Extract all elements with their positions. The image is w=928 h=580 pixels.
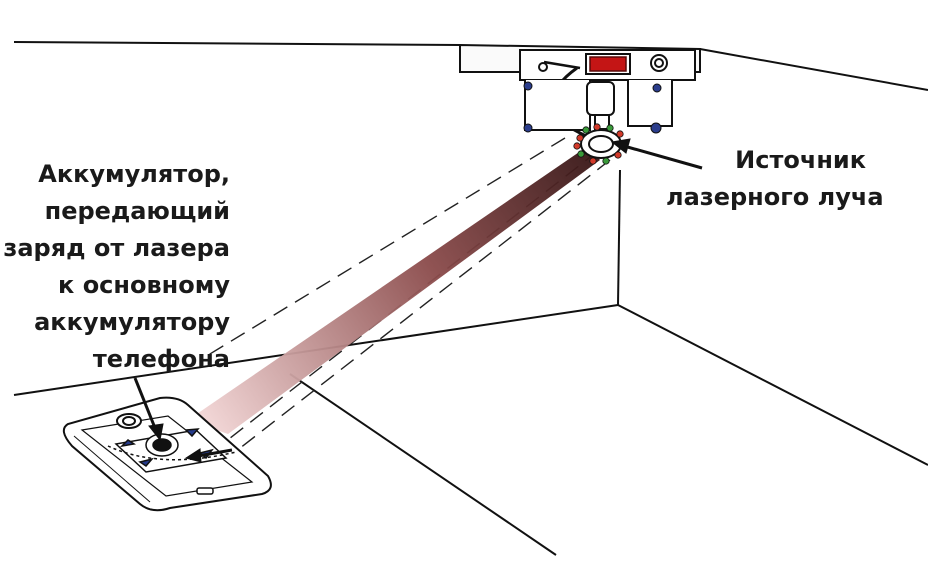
floor-right-edge [617,304,928,466]
battery-label-line: передающий [44,197,230,225]
laser-beam-icon [188,146,600,434]
source-pointer-arrow [610,138,703,170]
laser-source-label: Источник лазерного луча [666,142,884,216]
battery-label-line: к основному [58,271,230,299]
battery-label-line: Аккумулятор, [38,160,230,188]
laser-source-label-line: лазерного луча [666,183,884,211]
battery-label-line: заряд от лазера [3,234,230,262]
ceiling-edge-left [13,41,461,46]
table-diagonal-edge [289,373,557,556]
laser-source-label-line: Источник [735,146,866,174]
battery-pointer-arrows [133,377,233,463]
battery-label: Аккумулятор, передающий заряд от лазера … [2,156,230,378]
wall-corner-line [617,169,621,306]
ceiling-laser-unit-icon [459,43,701,159]
ceiling-edge-right [699,48,928,91]
battery-label-line: аккумулятору [34,308,230,336]
battery-label-line: телефона [92,345,230,373]
